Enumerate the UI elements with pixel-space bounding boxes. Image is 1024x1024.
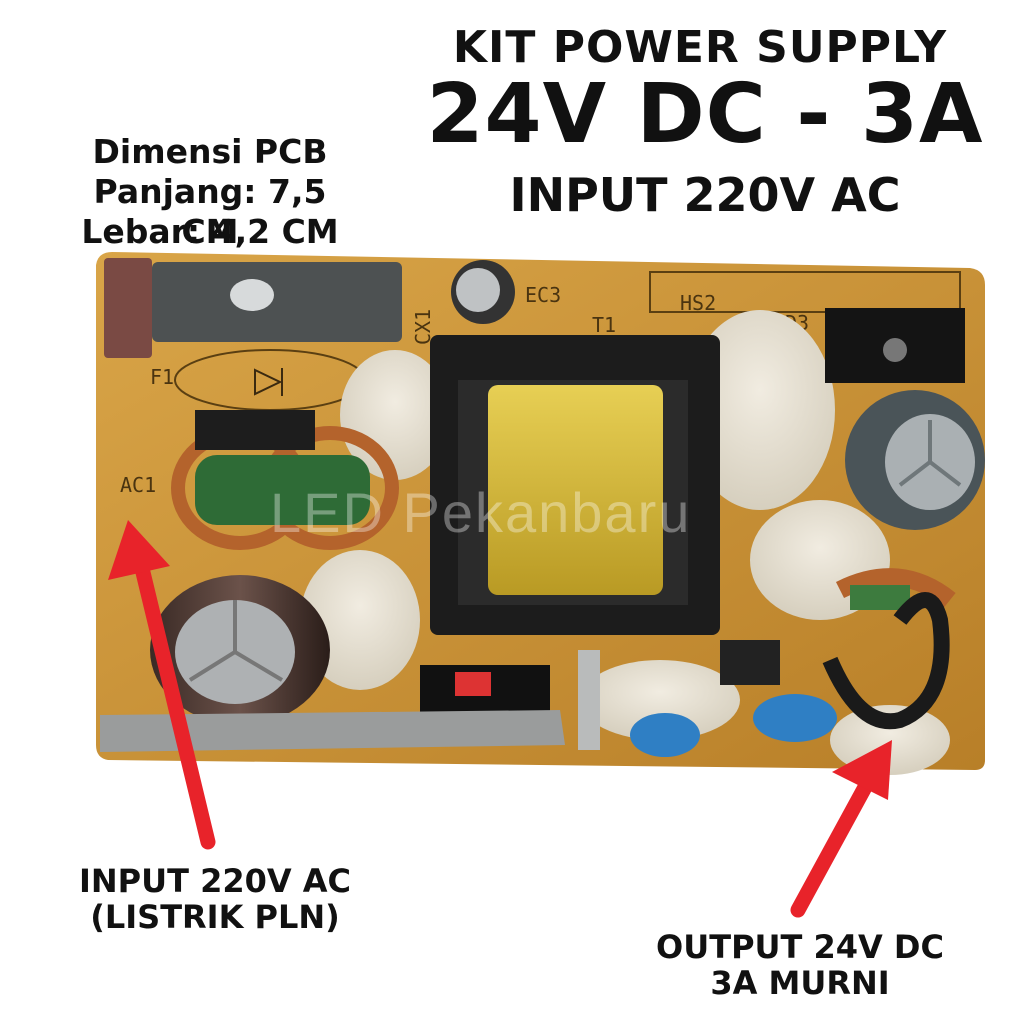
product-spec-title: 24V DC - 3A — [426, 67, 984, 162]
transformer-coil — [488, 385, 663, 595]
label-f1: F1 — [150, 365, 174, 389]
label-t1: T1 — [592, 313, 616, 337]
product-title: KIT POWER SUPPLY — [452, 22, 948, 73]
label-hs2: HS2 — [680, 291, 716, 315]
output-callout-line2: 3A MURNI — [710, 964, 890, 1002]
y-capacitor — [753, 694, 837, 742]
watermark-text: LED Pekanbaru — [270, 481, 692, 544]
output-arrow — [790, 740, 892, 918]
dimension-heading: Dimensi PCB — [92, 132, 328, 171]
fuse-component — [104, 258, 152, 358]
y-capacitor — [630, 713, 700, 757]
input-spec-title: INPUT 220V AC — [509, 168, 901, 222]
label-ec3: EC3 — [525, 283, 561, 307]
output-wire — [822, 592, 950, 730]
common-mode-choke — [195, 455, 370, 525]
input-callout-line2: (LISTRIK PLN) — [90, 898, 340, 936]
input-arrow — [108, 520, 216, 850]
dimension-length: Panjang: 7,5 CM — [93, 172, 327, 251]
input-callout-line1: INPUT 220V AC — [78, 862, 352, 900]
output-callout-line1: OUTPUT 24V DC — [656, 928, 944, 966]
label-cx1: CX1 — [411, 309, 435, 345]
x-capacitor — [152, 262, 402, 342]
dimension-width: Lebar: 4,2 CM — [81, 212, 339, 251]
label-ac1: AC1 — [120, 473, 156, 497]
